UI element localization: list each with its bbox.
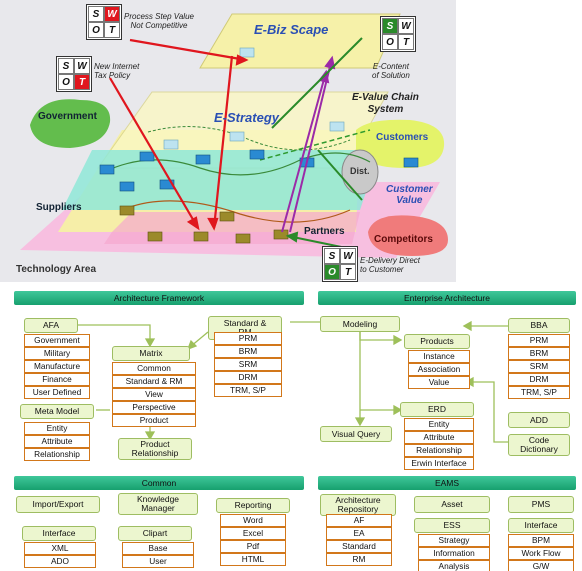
erd-item[interactable]: Entity bbox=[404, 418, 474, 431]
bba-item[interactable]: TRM, S/P bbox=[508, 386, 570, 399]
standard-rm-item[interactable]: BRM bbox=[214, 345, 282, 358]
matrix-item[interactable]: Perspective bbox=[112, 401, 196, 414]
erd-item[interactable]: Attribute bbox=[404, 431, 474, 444]
matrix-item[interactable]: Product bbox=[112, 414, 196, 427]
eams-interface-item[interactable]: BPM bbox=[508, 534, 574, 547]
layer-ebiz-scape: E-Biz Scape bbox=[254, 22, 329, 37]
label-suppliers: Suppliers bbox=[36, 202, 82, 213]
bba-item[interactable]: BRM bbox=[508, 347, 570, 360]
ess-item[interactable]: Strategy bbox=[418, 534, 490, 547]
note-e-delivery: E-Delivery Direct to Customer bbox=[360, 256, 421, 275]
afa-item[interactable]: User Defined bbox=[24, 386, 90, 399]
erd-label[interactable]: ERD bbox=[400, 402, 474, 417]
arch-repository-item[interactable]: Standard bbox=[326, 540, 392, 553]
title-enterprise-architecture: Enterprise Architecture bbox=[318, 291, 576, 305]
layer-e-strategy: E-Strategy bbox=[214, 110, 280, 125]
afa-label[interactable]: AFA bbox=[24, 318, 78, 333]
meta-model-item[interactable]: Relationship bbox=[24, 448, 90, 461]
reporting-item[interactable]: Word bbox=[220, 514, 286, 527]
visual-query-box[interactable]: Visual Query bbox=[320, 426, 392, 442]
add-box[interactable]: ADD bbox=[508, 412, 570, 428]
standard-rm-item[interactable]: DRM bbox=[214, 371, 282, 384]
standard-rm-item[interactable]: TRM, S/P bbox=[214, 384, 282, 397]
meta-model-label[interactable]: Meta Model bbox=[20, 404, 94, 419]
matrix-item[interactable]: Common bbox=[112, 362, 196, 375]
eams-interface-item[interactable]: Work Flow bbox=[508, 547, 574, 560]
modeling-box[interactable]: Modeling bbox=[320, 316, 400, 332]
eams-interface-label[interactable]: Interface bbox=[508, 518, 574, 533]
bba-item[interactable]: PRM bbox=[508, 334, 570, 347]
title-architecture-framework: Architecture Framework bbox=[14, 291, 304, 305]
title-common: Common bbox=[14, 476, 304, 490]
customers-blob bbox=[356, 119, 445, 168]
value-chain-diagram: E-Biz Scape E-Strategy E-Value Chain Sys… bbox=[0, 0, 456, 282]
matrix-item[interactable]: Standard & RM bbox=[112, 375, 196, 388]
swot-grid-tax: S W O T bbox=[56, 56, 92, 92]
ess-item[interactable]: Information bbox=[418, 547, 490, 560]
ess-label[interactable]: ESS bbox=[414, 518, 490, 533]
note-tax-policy: New Internet Tax Policy bbox=[94, 62, 140, 81]
clipart-item[interactable]: User bbox=[122, 555, 194, 568]
label-customer-value: Customer Value bbox=[386, 184, 433, 206]
product-relationship-box[interactable]: Product Relationship bbox=[118, 438, 192, 460]
code-dictionary-box[interactable]: Code Dictionary bbox=[508, 434, 570, 456]
interface-item[interactable]: ADO bbox=[24, 555, 96, 568]
swot-grid-content: S W O T bbox=[380, 16, 416, 52]
afa-item[interactable]: Finance bbox=[24, 373, 90, 386]
arch-repository-label[interactable]: Architecture Repository bbox=[320, 494, 396, 516]
ess-item[interactable]: Analysis bbox=[418, 560, 490, 571]
label-government: Government bbox=[38, 111, 97, 122]
value-chain-graphic bbox=[20, 13, 448, 258]
matrix-label[interactable]: Matrix bbox=[112, 346, 190, 361]
label-competitors: Competitors bbox=[374, 234, 433, 245]
reporting-item[interactable]: Excel bbox=[220, 527, 286, 540]
standard-rm-item[interactable]: SRM bbox=[214, 358, 282, 371]
note-process-step: Process Step Value Not Competitive bbox=[124, 12, 194, 31]
import-export-box[interactable]: Import/Export bbox=[16, 496, 100, 513]
products-label[interactable]: Products bbox=[404, 334, 470, 349]
afa-item[interactable]: Manufacture bbox=[24, 360, 90, 373]
swot-grid-process: S W O T bbox=[86, 4, 122, 40]
government-blob bbox=[30, 99, 111, 148]
connector-lines bbox=[78, 320, 508, 443]
pms-box[interactable]: PMS bbox=[508, 496, 574, 513]
arch-repository-item[interactable]: EA bbox=[326, 527, 392, 540]
layer-e-value-chain: E-Value Chain System bbox=[352, 92, 419, 115]
arch-repository-item[interactable]: RM bbox=[326, 553, 392, 566]
clipart-label[interactable]: Clipart bbox=[118, 526, 192, 541]
reporting-item[interactable]: HTML bbox=[220, 553, 286, 566]
erd-item[interactable]: Erwin Interface bbox=[404, 457, 474, 470]
bba-item[interactable]: SRM bbox=[508, 360, 570, 373]
clipart-item[interactable]: Base bbox=[122, 542, 194, 555]
label-customers: Customers bbox=[376, 132, 429, 143]
competitors-blob bbox=[368, 215, 448, 256]
products-item[interactable]: Instance bbox=[408, 350, 470, 363]
asset-box[interactable]: Asset bbox=[414, 496, 490, 513]
meta-model-item[interactable]: Entity bbox=[24, 422, 90, 435]
swot-grid-delivery: S W O T bbox=[322, 246, 358, 282]
title-eams: EAMS bbox=[318, 476, 576, 490]
knowledge-manager-box[interactable]: Knowledge Manager bbox=[118, 493, 198, 515]
label-partners: Partners bbox=[304, 226, 345, 237]
products-item[interactable]: Association bbox=[408, 363, 470, 376]
reporting-item[interactable]: Pdf bbox=[220, 540, 286, 553]
meta-model-item[interactable]: Attribute bbox=[24, 435, 90, 448]
note-e-content: E-Content of Solution bbox=[372, 62, 410, 81]
afa-item[interactable]: Government bbox=[24, 334, 90, 347]
interface-item[interactable]: XML bbox=[24, 542, 96, 555]
label-technology-area: Technology Area bbox=[16, 264, 97, 275]
interface-label[interactable]: Interface bbox=[22, 526, 96, 541]
arch-repository-item[interactable]: AF bbox=[326, 514, 392, 527]
bba-item[interactable]: DRM bbox=[508, 373, 570, 386]
standard-rm-item[interactable]: PRM bbox=[214, 332, 282, 345]
products-item[interactable]: Value bbox=[408, 376, 470, 389]
erd-item[interactable]: Relationship bbox=[404, 444, 474, 457]
afa-item[interactable]: Military bbox=[24, 347, 90, 360]
architecture-diagram: Architecture Framework AFA Government Mi… bbox=[0, 282, 582, 571]
bba-label[interactable]: BBA bbox=[508, 318, 570, 333]
eams-interface-item[interactable]: G/W bbox=[508, 560, 574, 571]
matrix-item[interactable]: View bbox=[112, 388, 196, 401]
reporting-label[interactable]: Reporting bbox=[216, 498, 290, 513]
label-dist: Dist. bbox=[350, 166, 370, 176]
